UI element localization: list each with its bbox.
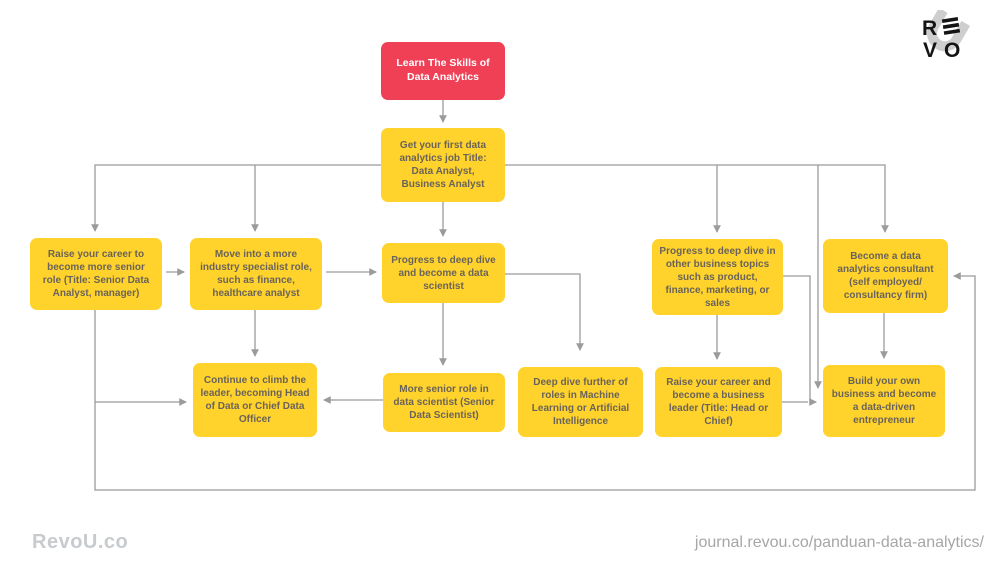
node-first-job: Get your first data analytics job Title:… xyxy=(381,128,505,202)
logo-letter-e-bars xyxy=(941,17,961,35)
edge-otherbusiness-entrepreneur xyxy=(783,275,818,406)
node-other-business: Progress to deep dive in other business … xyxy=(652,239,783,315)
logo-letter-v: V xyxy=(923,39,937,62)
node-consultant: Become a data analytics consultant (self… xyxy=(823,239,948,313)
logo-u-swoosh xyxy=(927,10,971,52)
node-ml-ai: Deep dive further of roles in Machine Le… xyxy=(518,367,643,437)
node-senior-role: Raise your career to become more senior … xyxy=(30,238,162,310)
edge-firstjob-seniorrole xyxy=(91,164,381,233)
node-industry-specialist: Move into a more industry specialist rol… xyxy=(190,238,322,310)
logo-letter-r: R xyxy=(922,17,937,40)
footer-url: journal.revou.co/panduan-data-analytics/ xyxy=(694,534,984,551)
footer-brand: RevoU.co xyxy=(32,531,129,553)
node-business-leader: Raise your career and become a business … xyxy=(655,367,782,437)
node-senior-data-scientist: More senior role in data scientist (Seni… xyxy=(383,373,505,432)
edge-datascientist-mlai xyxy=(505,273,584,352)
node-climb-leader: Continue to climb the leader, becoming H… xyxy=(193,363,317,437)
node-entrepreneur: Build your own business and become a dat… xyxy=(823,365,945,437)
revou-logo: R V O xyxy=(922,10,971,62)
edge-firstjob-consultant xyxy=(505,164,889,234)
node-learn-skills: Learn The Skills of Data Analytics xyxy=(381,42,505,100)
node-data-scientist: Progress to deep dive and become a data … xyxy=(382,243,505,303)
logo-letter-o: O xyxy=(944,39,960,62)
